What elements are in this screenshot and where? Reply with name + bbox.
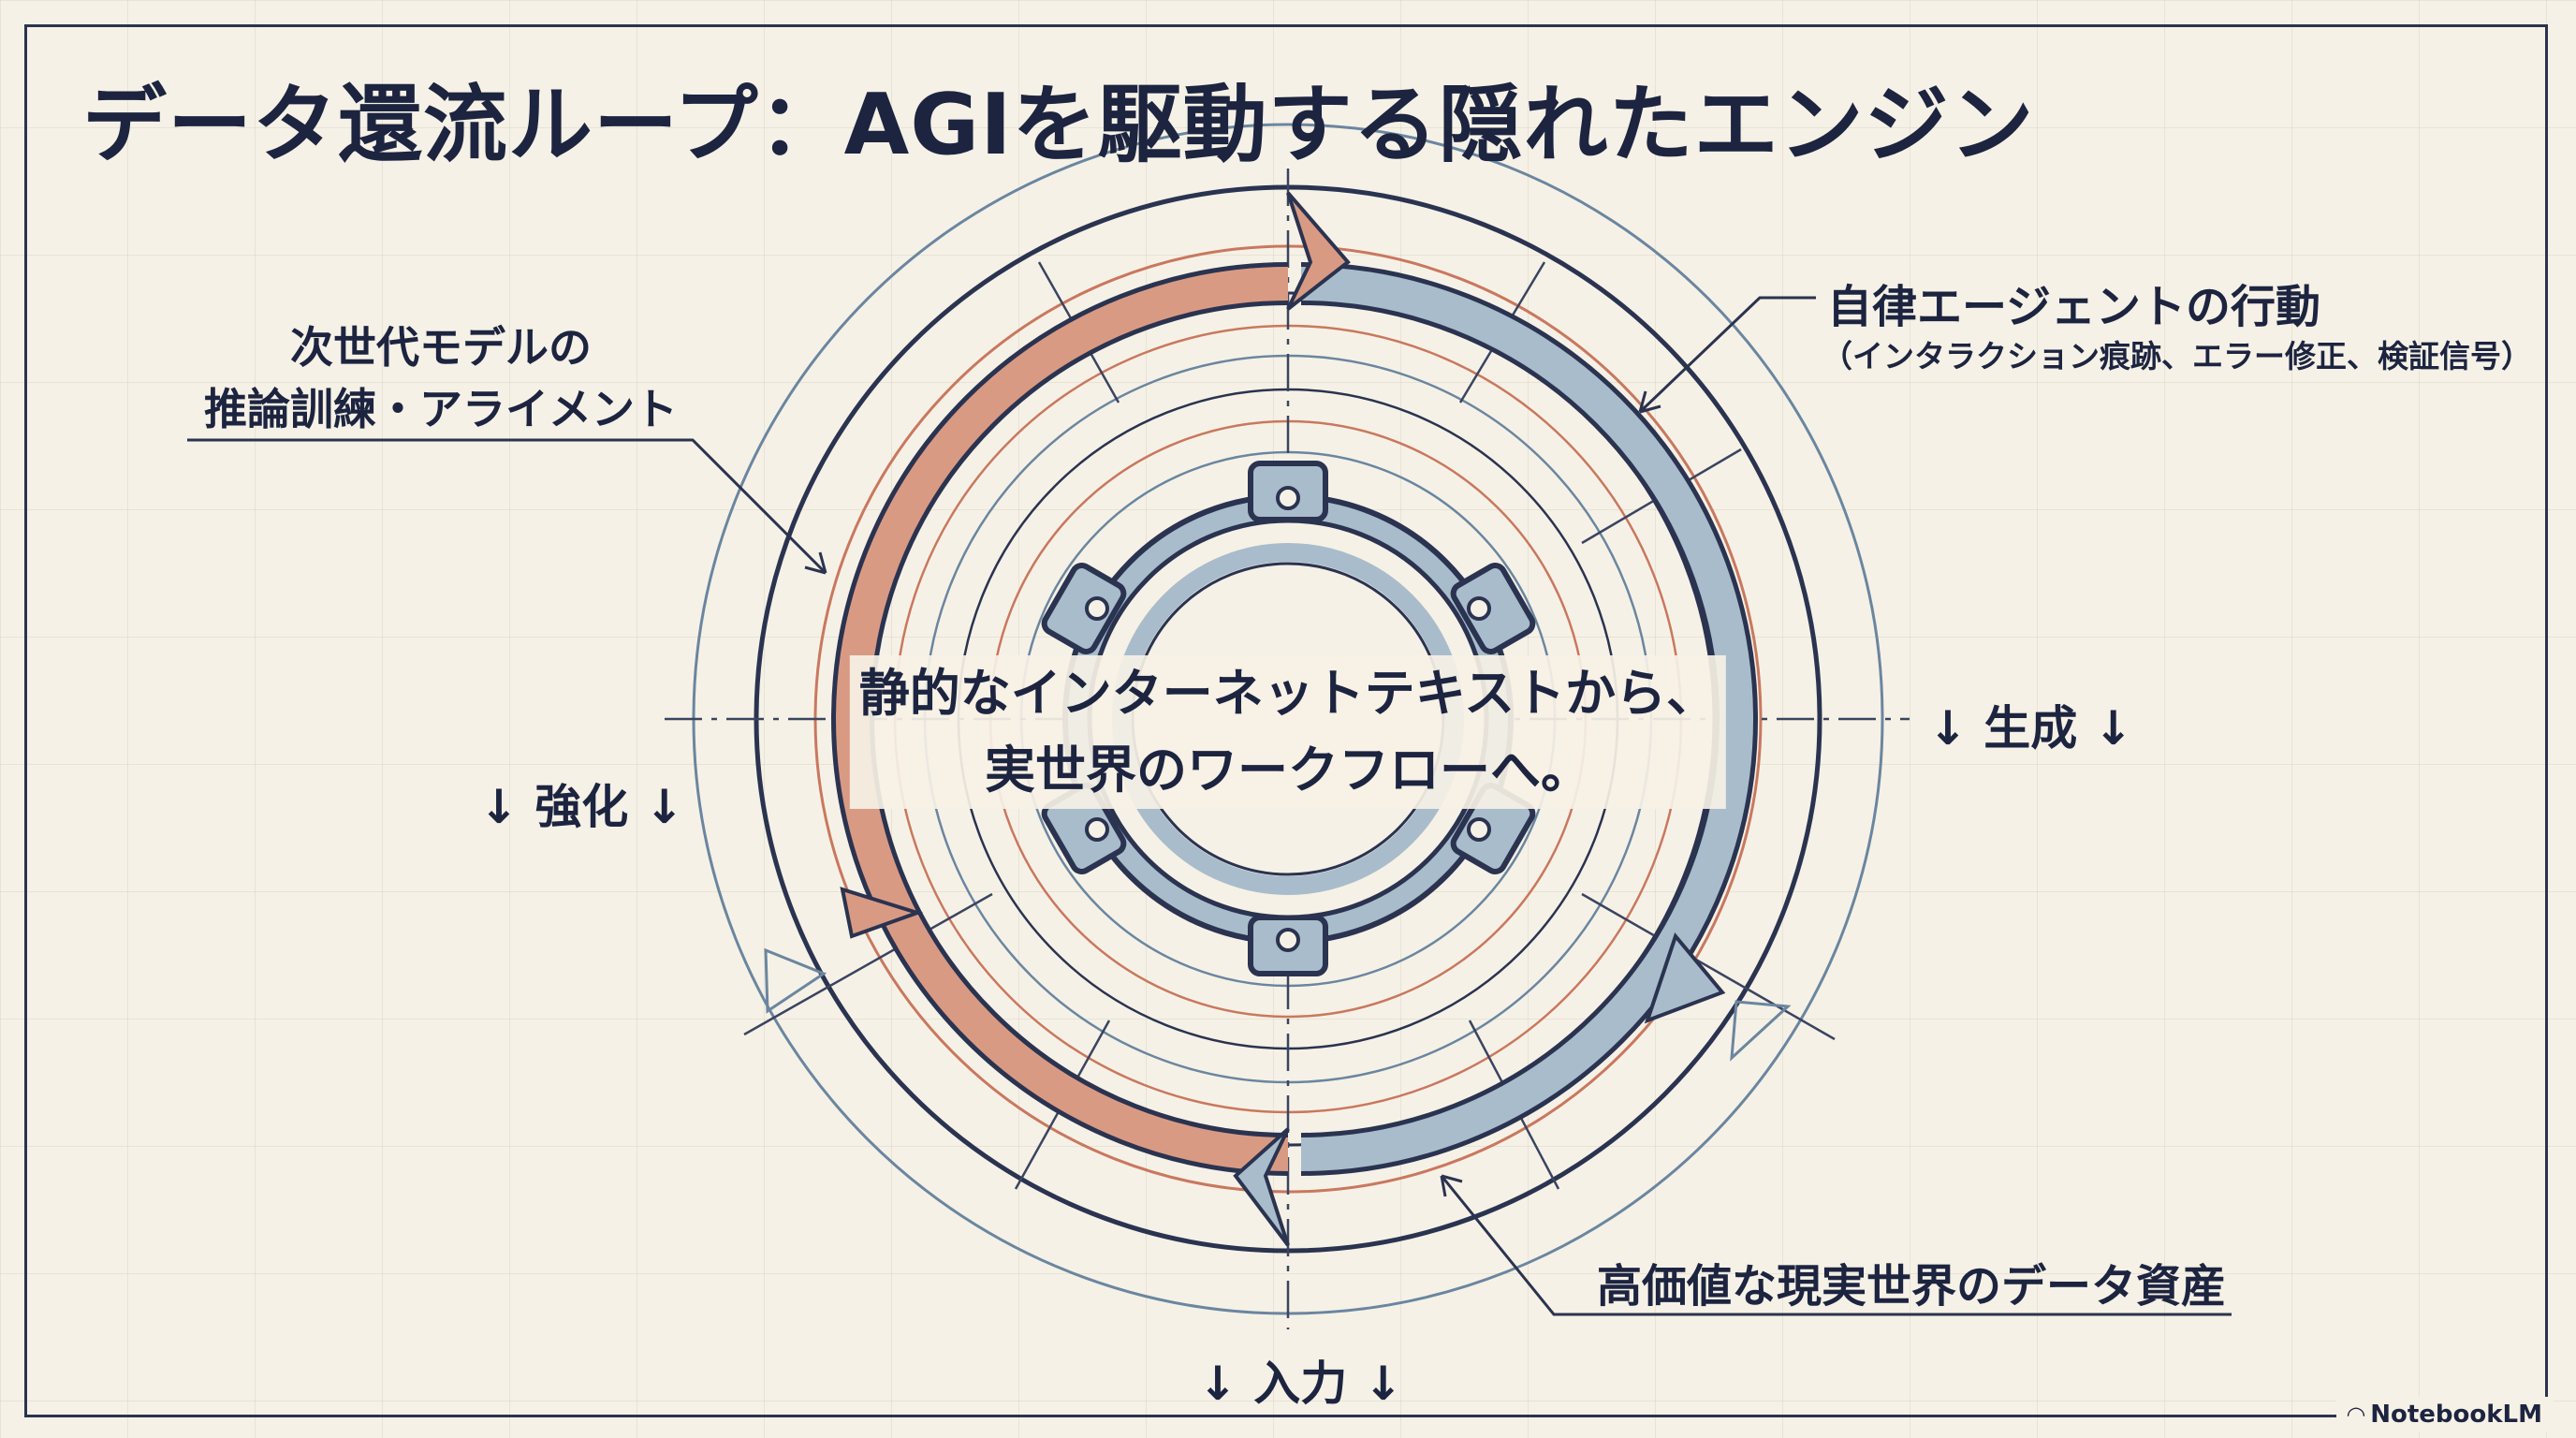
label-next-gen-training: 次世代モデルの 推論訓練・アライメント xyxy=(204,316,678,440)
notebooklm-badge: ◠NotebookLM xyxy=(2335,1397,2554,1432)
flow-label-input: ↓ 入力 ↓ xyxy=(1198,1357,1403,1411)
leader-bottom-arrowhead xyxy=(1440,1174,1463,1197)
right-chevron xyxy=(1644,932,1726,1024)
leader-left xyxy=(187,438,827,575)
flow-label-strengthen: ↓ 強化 ↓ xyxy=(479,780,684,834)
label-left-line-2: 推論訓練・アライメント xyxy=(204,384,678,434)
gear-bolts xyxy=(1085,486,1491,952)
leader-right-arrowhead xyxy=(1638,390,1661,414)
label-left-line-1: 次世代モデルの xyxy=(290,322,592,373)
leader-bottom xyxy=(1440,1175,2232,1316)
leader-lines xyxy=(187,296,2232,1316)
badge-text: NotebookLM xyxy=(2370,1401,2542,1429)
flow-label-generate: ↓ 生成 ↓ xyxy=(1928,701,2133,756)
label-agent-actions: 自律エージェントの行動 xyxy=(1827,281,2321,333)
right-steelblue-arc xyxy=(1300,267,1753,1171)
notebooklm-logo-icon: ◠ xyxy=(2347,1401,2365,1428)
leader-left-arrowhead xyxy=(804,551,827,575)
slide-frame xyxy=(24,24,2548,1417)
outer-right-triangle xyxy=(1730,1000,1792,1062)
outer-left-triangle xyxy=(764,947,827,1014)
page-title: データ還流ループ：AGIを駆動する隠れたエンジン xyxy=(82,76,2035,174)
left-chevron xyxy=(840,887,924,939)
label-agent-actions-detail: （インタラクション痕跡、エラー修正、検証信号） xyxy=(1822,338,2532,374)
label-real-world-data: 高価値な現実世界のデータ資産 xyxy=(1597,1260,2227,1313)
leader-right xyxy=(1638,296,1816,414)
center-message: 静的なインターネットテキストから、 実世界のワークフローへ。 xyxy=(849,655,1727,809)
center-line-2: 実世界のワークフローへ。 xyxy=(849,732,1727,809)
center-line-1: 静的なインターネットテキストから、 xyxy=(849,655,1727,732)
top-chevron xyxy=(1286,191,1351,311)
bottom-chevron xyxy=(1233,1127,1290,1247)
